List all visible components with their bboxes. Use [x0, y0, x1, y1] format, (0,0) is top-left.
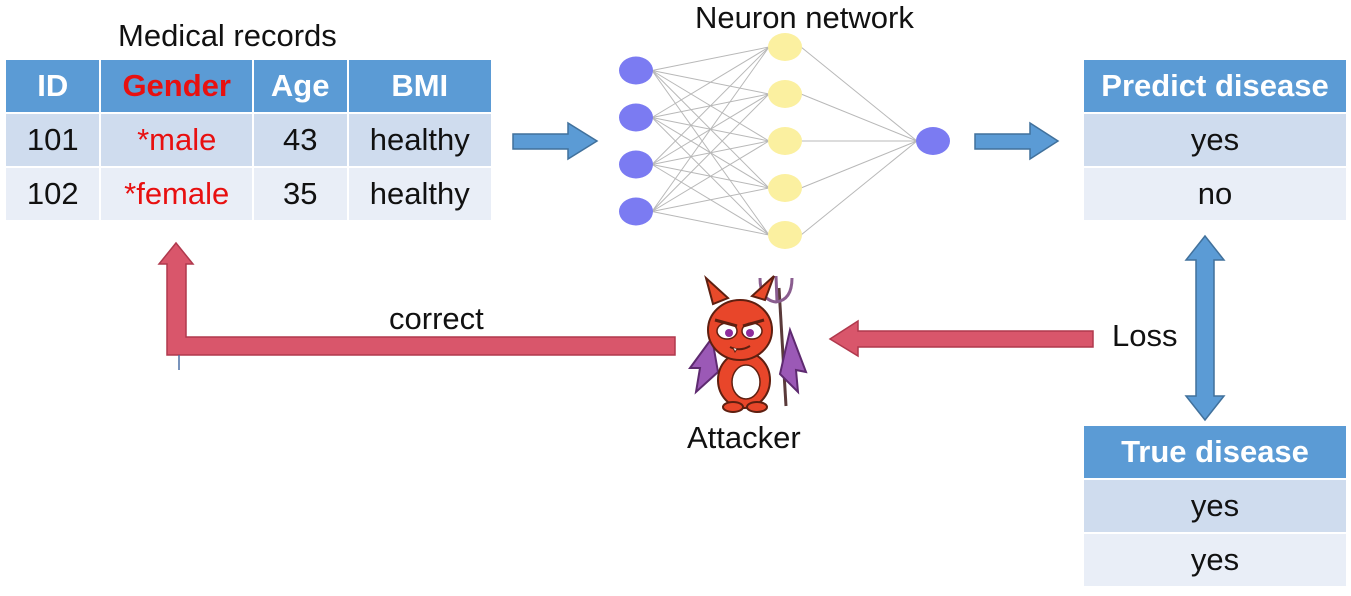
correct-arrow [157, 241, 676, 356]
attacker-label: Attacker [687, 420, 801, 455]
truth-table: True disease yes yes [1082, 424, 1348, 588]
table-row: yes [1082, 112, 1348, 168]
input-neuron [619, 150, 653, 179]
predict-header: Predict disease [1082, 58, 1348, 114]
network-edge [651, 140, 770, 212]
network-edge [651, 46, 770, 118]
loss-to-attacker-arrow [828, 319, 1094, 358]
cell-gender: *male [99, 112, 254, 168]
predict-cell: yes [1082, 112, 1348, 168]
hidden-neuron [768, 174, 802, 202]
network-edge [651, 46, 770, 212]
input-neuron [619, 197, 653, 226]
network-edge [651, 93, 770, 212]
network-edge [800, 140, 918, 189]
predict-cell: no [1082, 166, 1348, 222]
hidden-neuron [768, 127, 802, 155]
cell-id: 101 [3, 112, 102, 168]
correct-label: correct [389, 301, 484, 336]
cell-age: 43 [251, 112, 349, 168]
loss-double-arrow [1184, 234, 1226, 422]
cell-gender: *female [99, 166, 254, 222]
network-edge [651, 46, 770, 165]
predict-header-row: Predict disease [1082, 58, 1348, 114]
network-to-prediction-arrow [974, 121, 1060, 161]
cell-id: 102 [3, 166, 102, 222]
network-edge [651, 46, 770, 71]
network-edge [651, 187, 770, 212]
cell-bmi: healthy [346, 112, 493, 168]
records-to-network-arrow [512, 121, 599, 161]
network-title: Neuron network [695, 0, 914, 35]
input-neuron [619, 103, 653, 132]
truth-header: True disease [1082, 424, 1348, 480]
network-edge [800, 140, 918, 236]
predict-table: Predict disease yes no [1082, 58, 1348, 222]
header-age: Age [251, 58, 349, 114]
network-edge [651, 211, 770, 236]
table-row: yes [1082, 478, 1348, 534]
loss-label: Loss [1112, 318, 1178, 353]
header-bmi: BMI [346, 58, 493, 114]
records-header-row: ID Gender Age BMI [3, 58, 493, 114]
network-edges [651, 46, 918, 236]
table-row: yes [1082, 532, 1348, 588]
network-edge [800, 46, 918, 142]
truth-cell: yes [1082, 532, 1348, 588]
header-id: ID [3, 58, 102, 114]
table-row: 101 *male 43 healthy [3, 112, 493, 168]
output-neuron [916, 127, 950, 155]
table-row: 102 *female 35 healthy [3, 166, 493, 222]
network-nodes [619, 33, 950, 249]
hidden-neuron [768, 33, 802, 61]
cell-bmi: healthy [346, 166, 493, 222]
truth-cell: yes [1082, 478, 1348, 534]
cell-age: 35 [251, 166, 349, 222]
records-table: ID Gender Age BMI 101 *male 43 healthy 1… [3, 58, 493, 222]
truth-header-row: True disease [1082, 424, 1348, 480]
records-title: Medical records [118, 18, 337, 53]
input-neuron [619, 56, 653, 85]
hidden-neuron [768, 221, 802, 249]
network-edge [800, 93, 918, 142]
header-gender: Gender [99, 58, 254, 114]
table-row: no [1082, 166, 1348, 222]
attacker-devil-icon [688, 274, 808, 413]
hidden-neuron [768, 80, 802, 108]
